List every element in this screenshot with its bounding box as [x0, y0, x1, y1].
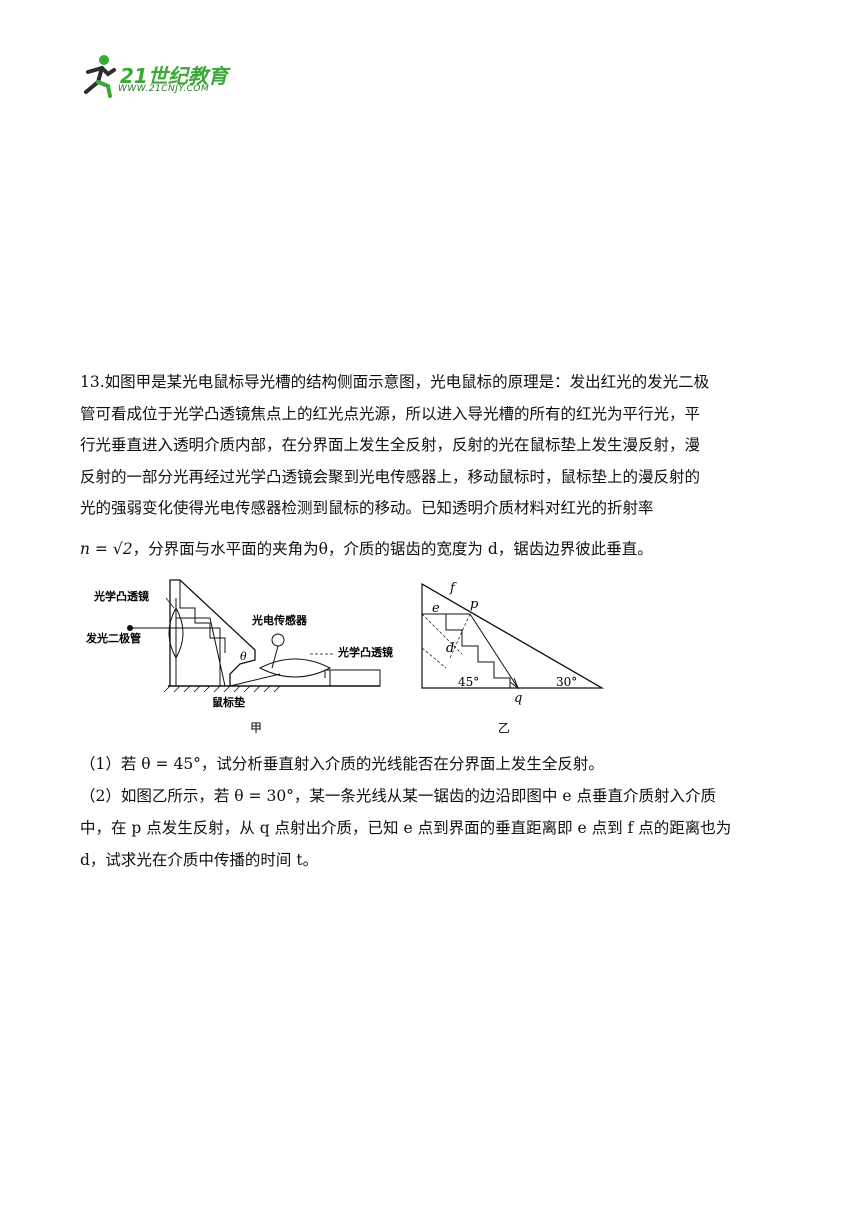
label-angle-45: 45° [458, 675, 479, 689]
label-lens-left: 光学凸透镜 [93, 589, 149, 603]
label-q: q [514, 691, 522, 706]
problem-line: 13.如图甲是某光电鼠标导光槽的结构侧面示意图，光电鼠标的原理是：发出红光的发光… [80, 373, 710, 391]
problem-statement: 13.如图甲是某光电鼠标导光槽的结构侧面示意图，光电鼠标的原理是：发出红光的发光… [80, 367, 780, 525]
problem-line: 行光垂直进入透明介质内部，在分界面上发生全反射，反射的光在鼠标垫上发生漫反射，漫 [80, 436, 701, 454]
label-theta: θ [240, 650, 247, 663]
figure-yi: f e p d q 45° 30° 乙 [421, 581, 605, 735]
label-lens-right: 光学凸透镜 [337, 645, 393, 659]
label-p: p [470, 597, 479, 612]
refractive-index-line: n = √2，分界面与水平面的夹角为θ，介质的锯齿的宽度为 d，锯齿边界彼此垂直… [80, 537, 653, 559]
question-2-line: d，试求光在介质中传播的时间 t。 [80, 851, 319, 869]
figure-jia: 光学凸透镜 发光二极管 光电传感器 光学凸透镜 θ 鼠标垫 甲 [85, 579, 393, 735]
question-2-line: 中，在 p 点发生反射，从 q 点射出介质，已知 e 点到界面的垂直距离即 e … [80, 819, 732, 837]
runner-icon [84, 55, 116, 98]
question-1: （1）若 θ = 45°，试分析垂直射入介质的光线能否在分界面上发生全反射。 [80, 748, 790, 780]
problem-line: 光的强弱变化使得光电传感器检测到鼠标的移动。已知透明介质材料对红光的折射率 [80, 499, 654, 517]
logo-url: WWW.21CNJY.COM [118, 84, 210, 94]
refractive-index-formula: n = √2 [80, 540, 133, 558]
label-f: f [449, 581, 457, 596]
question-2-line: （2）如图乙所示，若 θ = 30°，某一条光线从某一锯齿的边沿即图中 e 点垂… [80, 787, 716, 805]
site-logo: 21世纪教育 WWW.21CNJY.COM [80, 52, 260, 98]
problem-line: 反射的一部分光再经过光学凸透镜会聚到光电传感器上，移动鼠标时，鼠标垫上的漫反射的 [80, 467, 701, 486]
figure-caption-yi: 乙 [498, 721, 510, 735]
label-sensor: 光电传感器 [251, 613, 308, 627]
label-pad: 鼠标垫 [212, 695, 245, 709]
question-2: （2）如图乙所示，若 θ = 30°，某一条光线从某一锯齿的边沿即图中 e 点垂… [80, 780, 790, 876]
label-diode: 发光二极管 [85, 631, 141, 645]
question-1-text: （1）若 θ = 45°，试分析垂直射入介质的光线能否在分界面上发生全反射。 [80, 755, 604, 773]
figure-caption-jia: 甲 [250, 721, 262, 735]
logo-text: 21世纪教育 [120, 64, 228, 88]
label-e: e [432, 601, 440, 616]
label-angle-30: 30° [556, 675, 577, 689]
label-d: d [446, 641, 454, 656]
problem-line: 管可看成位于光学凸透镜焦点上的红光点光源，所以进入导光槽的所有的红光为平行光，平 [80, 404, 701, 423]
problem-line-rest: ，分界面与水平面的夹角为θ，介质的锯齿的宽度为 d，锯齿边界彼此垂直。 [132, 540, 653, 558]
